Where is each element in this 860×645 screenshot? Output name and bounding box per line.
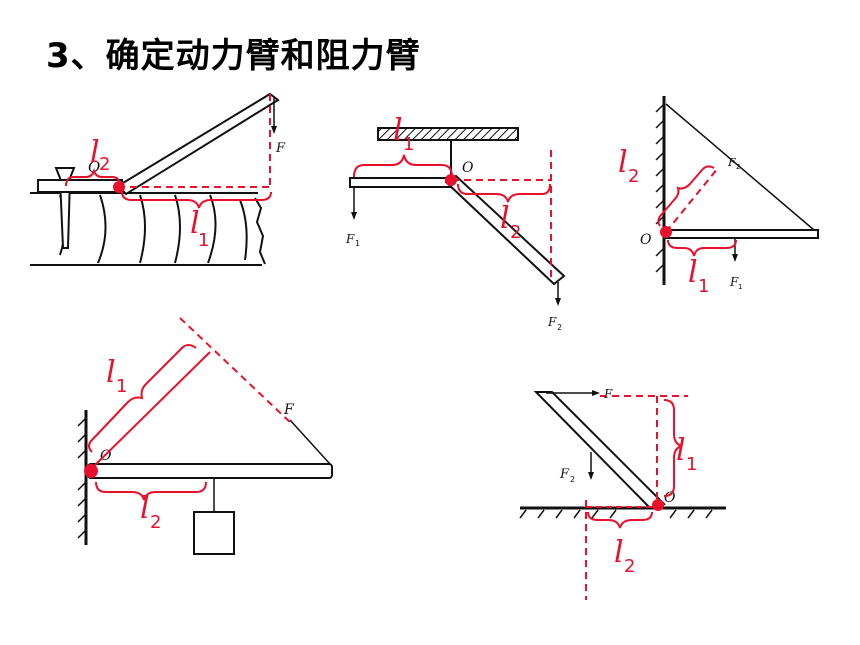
brace-l2 <box>657 165 715 227</box>
label-l2: l <box>90 135 100 170</box>
label-l1: l <box>393 113 403 148</box>
lever-arm-horizontal <box>349 177 453 188</box>
svg-text:1: 1 <box>738 283 742 291</box>
arm-l2-line <box>665 167 719 233</box>
lever-bar <box>87 463 333 479</box>
weight-block <box>193 511 235 555</box>
bracket-bar <box>665 229 819 239</box>
label-l2-sub: 2 <box>628 166 639 187</box>
arm-l1-line <box>89 351 211 471</box>
label-O: O <box>88 158 100 176</box>
label-F: F <box>275 141 286 156</box>
hammer-head <box>37 179 123 193</box>
brace-l2 <box>457 183 551 203</box>
svg-text:2: 2 <box>570 475 575 484</box>
brace-l2 <box>95 481 207 501</box>
label-l1-sub: 1 <box>686 454 697 475</box>
brace-l1 <box>353 154 453 178</box>
label-l1: l <box>190 206 200 241</box>
label-F1: F <box>729 275 739 289</box>
tension-string <box>665 103 815 231</box>
label-l2: l <box>140 491 150 526</box>
fulcrum-point <box>84 464 98 478</box>
diagram-leaning-rod: F F 2 O l 1 l 2 <box>519 387 726 600</box>
label-F2: F <box>727 156 736 169</box>
svg-text:1: 1 <box>355 239 360 248</box>
pull-string <box>289 419 331 465</box>
label-l1: l <box>676 433 686 468</box>
label-l1-sub: 1 <box>116 376 127 397</box>
label-l1-sub: 1 <box>698 276 709 297</box>
label-l1: l <box>106 355 116 390</box>
fulcrum-point <box>445 174 457 186</box>
label-O: O <box>462 160 474 176</box>
brace-l1 <box>121 191 272 209</box>
label-O: O <box>640 232 652 248</box>
label-O: O <box>664 490 676 506</box>
label-l2-sub: 2 <box>624 556 635 577</box>
diagram-wall-lever-weight: F O l 1 l 2 <box>77 317 333 555</box>
label-F: F <box>603 387 613 401</box>
brace-l2 <box>65 167 121 187</box>
force-line-F <box>179 317 293 425</box>
label-F2: F <box>547 315 557 329</box>
leaning-rod <box>533 391 666 510</box>
ceiling-bar <box>377 127 519 141</box>
brace-l2 <box>587 511 653 529</box>
label-F1: F <box>345 232 355 246</box>
hammer-handle <box>116 92 280 196</box>
diagram-wall-bracket: F 2 F 1 O l 2 l 1 <box>618 96 819 297</box>
svg-text:2: 2 <box>557 323 562 332</box>
label-l2-sub: 2 <box>99 154 110 175</box>
diagram-hammer: F O l 1 l 2 <box>30 92 286 266</box>
label-l1-sub: 1 <box>198 230 209 251</box>
label-F2: F <box>559 467 570 482</box>
label-l2-sub: 2 <box>510 222 521 243</box>
label-F: F <box>283 402 295 418</box>
label-l1: l <box>688 255 698 290</box>
label-l2-sub: 2 <box>150 512 161 533</box>
label-l1-sub: 1 <box>403 134 414 155</box>
brace-l1 <box>88 344 197 453</box>
svg-text:2: 2 <box>736 163 740 171</box>
page-title: 3、确定动力臂和阻力臂 <box>46 36 421 76</box>
brace-l1 <box>663 399 683 497</box>
label-l2: l <box>614 535 624 570</box>
label-l2: l <box>500 201 510 236</box>
brace-l1 <box>667 239 737 257</box>
diagram-bent-lever: F 1 F 2 O l 1 l 2 <box>345 113 566 332</box>
fulcrum-point <box>660 226 672 238</box>
fulcrum-point <box>652 499 664 511</box>
label-l2: l <box>618 145 628 180</box>
fulcrum-point <box>113 181 125 193</box>
